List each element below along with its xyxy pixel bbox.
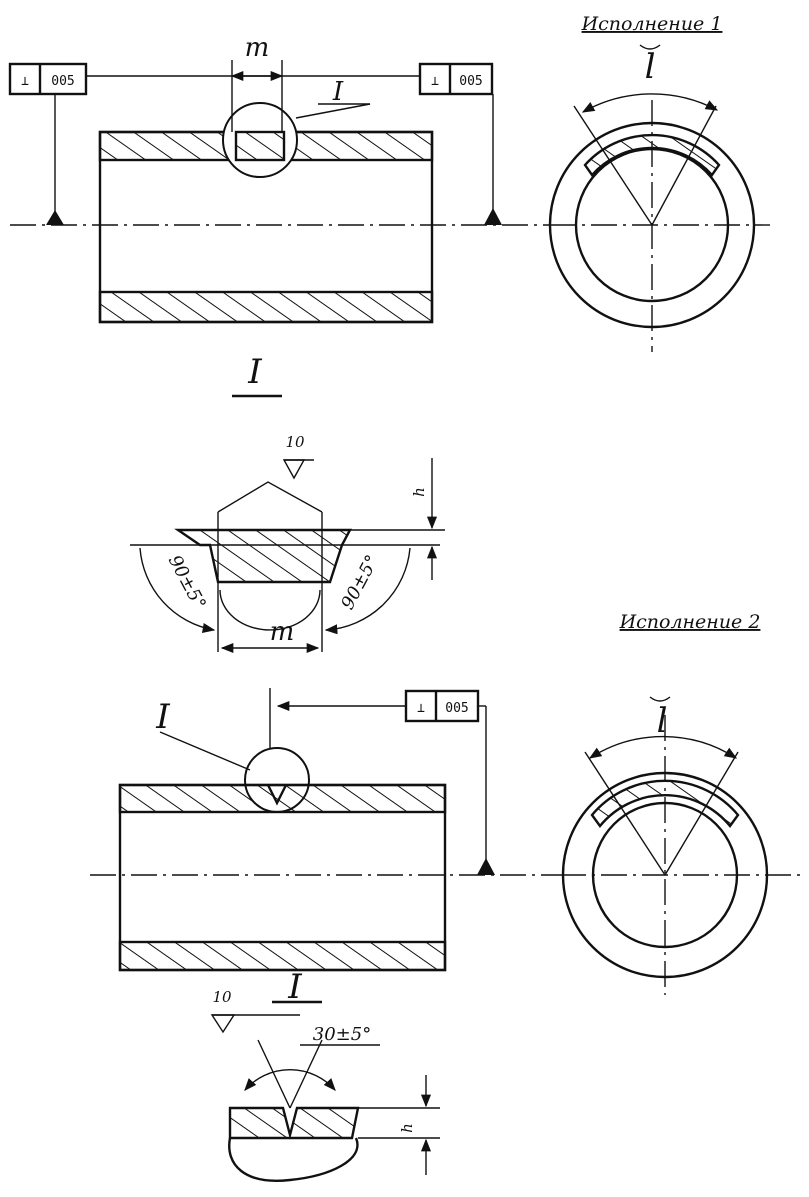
slot-arc-section: [583, 133, 721, 177]
groove-ext-right: [289, 1039, 323, 1109]
angle-left-label: 90±5°: [164, 552, 210, 613]
tolerance-value-2: 005: [445, 701, 468, 716]
variant2-side-view: Исполнение 2 ⊥ 005 I: [90, 611, 761, 972]
detail1-wall-section: [174, 528, 352, 584]
roughness-symbol: [282, 459, 306, 480]
angle-ray-left: [573, 105, 653, 226]
groove-ext-left: [257, 1039, 291, 1109]
tolerance-symbol-left: ⊥: [21, 74, 29, 89]
detail-leader-2: [159, 731, 251, 771]
datum-triangle-left: [46, 210, 64, 225]
tolerance-value-left: 005: [51, 74, 74, 89]
dim-l-arc: [581, 93, 719, 113]
detail1-view: I 10 h 90±5° 90±5° m: [130, 352, 445, 654]
roughness-value: 10: [285, 433, 305, 451]
angle-arc-right: [324, 547, 411, 635]
tolerance-value-right: 005: [459, 74, 482, 89]
dim-h-label: h: [410, 487, 428, 497]
tolerance-frame-right: [418, 62, 494, 96]
detail2-view: I 10 30±5° h: [210, 967, 440, 1182]
v-notch: [266, 784, 288, 806]
detail2-wall-section: [228, 1106, 360, 1140]
tolerance-symbol-right: ⊥: [431, 74, 439, 89]
dim-m-label: m: [245, 33, 270, 63]
groove-outline: [217, 481, 323, 513]
sleeve-wall-bottom: [98, 290, 434, 324]
detail-ref-label-2: I: [155, 697, 170, 737]
tolerance-symbol-2: ⊥: [417, 701, 425, 716]
detail2-title: I: [287, 967, 302, 1007]
roughness-symbol-2: [210, 1014, 236, 1034]
dim-m-label: m: [270, 617, 295, 647]
angle-label-2: 30±5°: [313, 1024, 371, 1045]
dim-l-label: l: [645, 47, 656, 87]
outer-circle: [548, 121, 756, 329]
angle-ray-left-2: [584, 751, 666, 876]
roughness-value-2: 10: [212, 988, 232, 1006]
detail1-title: I: [247, 352, 262, 392]
detail-callout-circle-2: [244, 747, 310, 813]
sleeve-wall-bottom-2: [118, 940, 447, 972]
slot-section: [234, 130, 286, 162]
inner-circle-2: [591, 801, 739, 949]
variant1-end-view: Исполнение 1 l: [548, 13, 770, 352]
detail-ref-label: I: [332, 77, 344, 107]
slot-arc-section-2: [590, 779, 740, 828]
variant2-title: Исполнение 2: [619, 611, 761, 633]
arc-mark: [639, 44, 661, 50]
dim-h-label-2: h: [398, 1123, 416, 1133]
angle-arc-left: [139, 547, 216, 633]
dim-l-label-2: l: [657, 701, 668, 741]
angle-ray-right-2: [664, 751, 739, 876]
outer-circle-2: [561, 771, 769, 979]
break-line: [228, 1137, 359, 1182]
angle-arc-2: [244, 1068, 336, 1091]
datum-triangle-right: [484, 208, 502, 225]
angle-right-label: 90±5°: [337, 552, 383, 613]
tolerance-frame-left: [8, 62, 88, 96]
variant2-end-view: l: [560, 696, 800, 995]
detail-leader-line: [295, 103, 371, 119]
datum-triangle-2: [477, 858, 495, 875]
variant1-side-view: ⊥ 005 ⊥ 005 m I: [8, 33, 550, 324]
angle-ray-right: [651, 105, 717, 226]
sleeve-wall-top-2: [118, 783, 447, 814]
dim-l-arc-2: [588, 735, 738, 759]
variant1-title: Исполнение 1: [581, 13, 723, 35]
